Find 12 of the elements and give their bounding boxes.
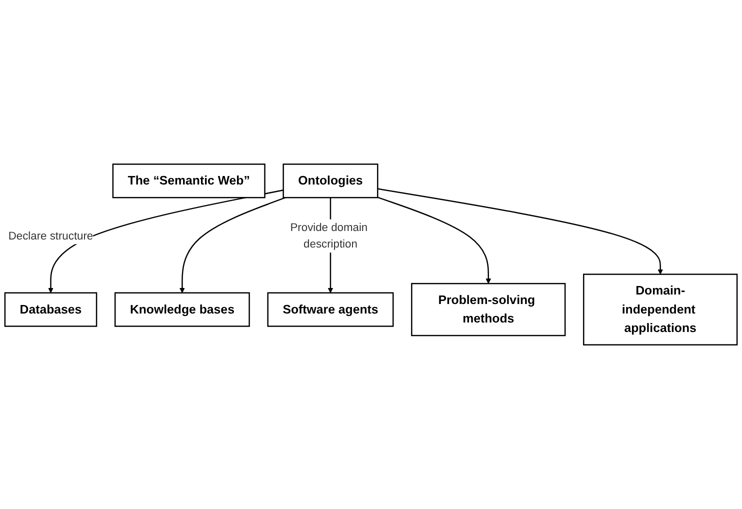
node-box: Knowledge bases <box>114 292 250 327</box>
arrow <box>377 196 492 284</box>
edge-label: Provide domain description <box>290 221 368 250</box>
arrow <box>378 188 664 275</box>
node-box: Domain-independent applications <box>583 274 738 346</box>
edge-label: Declare structure <box>8 229 94 242</box>
node-box: Problem-solving methods <box>411 282 566 336</box>
node-box: The “Semantic Web” <box>112 164 266 198</box>
node-box: Ontologies <box>282 164 378 198</box>
node-box: Software agents <box>267 292 394 327</box>
arrow <box>179 197 286 294</box>
node-box: Databases <box>4 292 98 327</box>
